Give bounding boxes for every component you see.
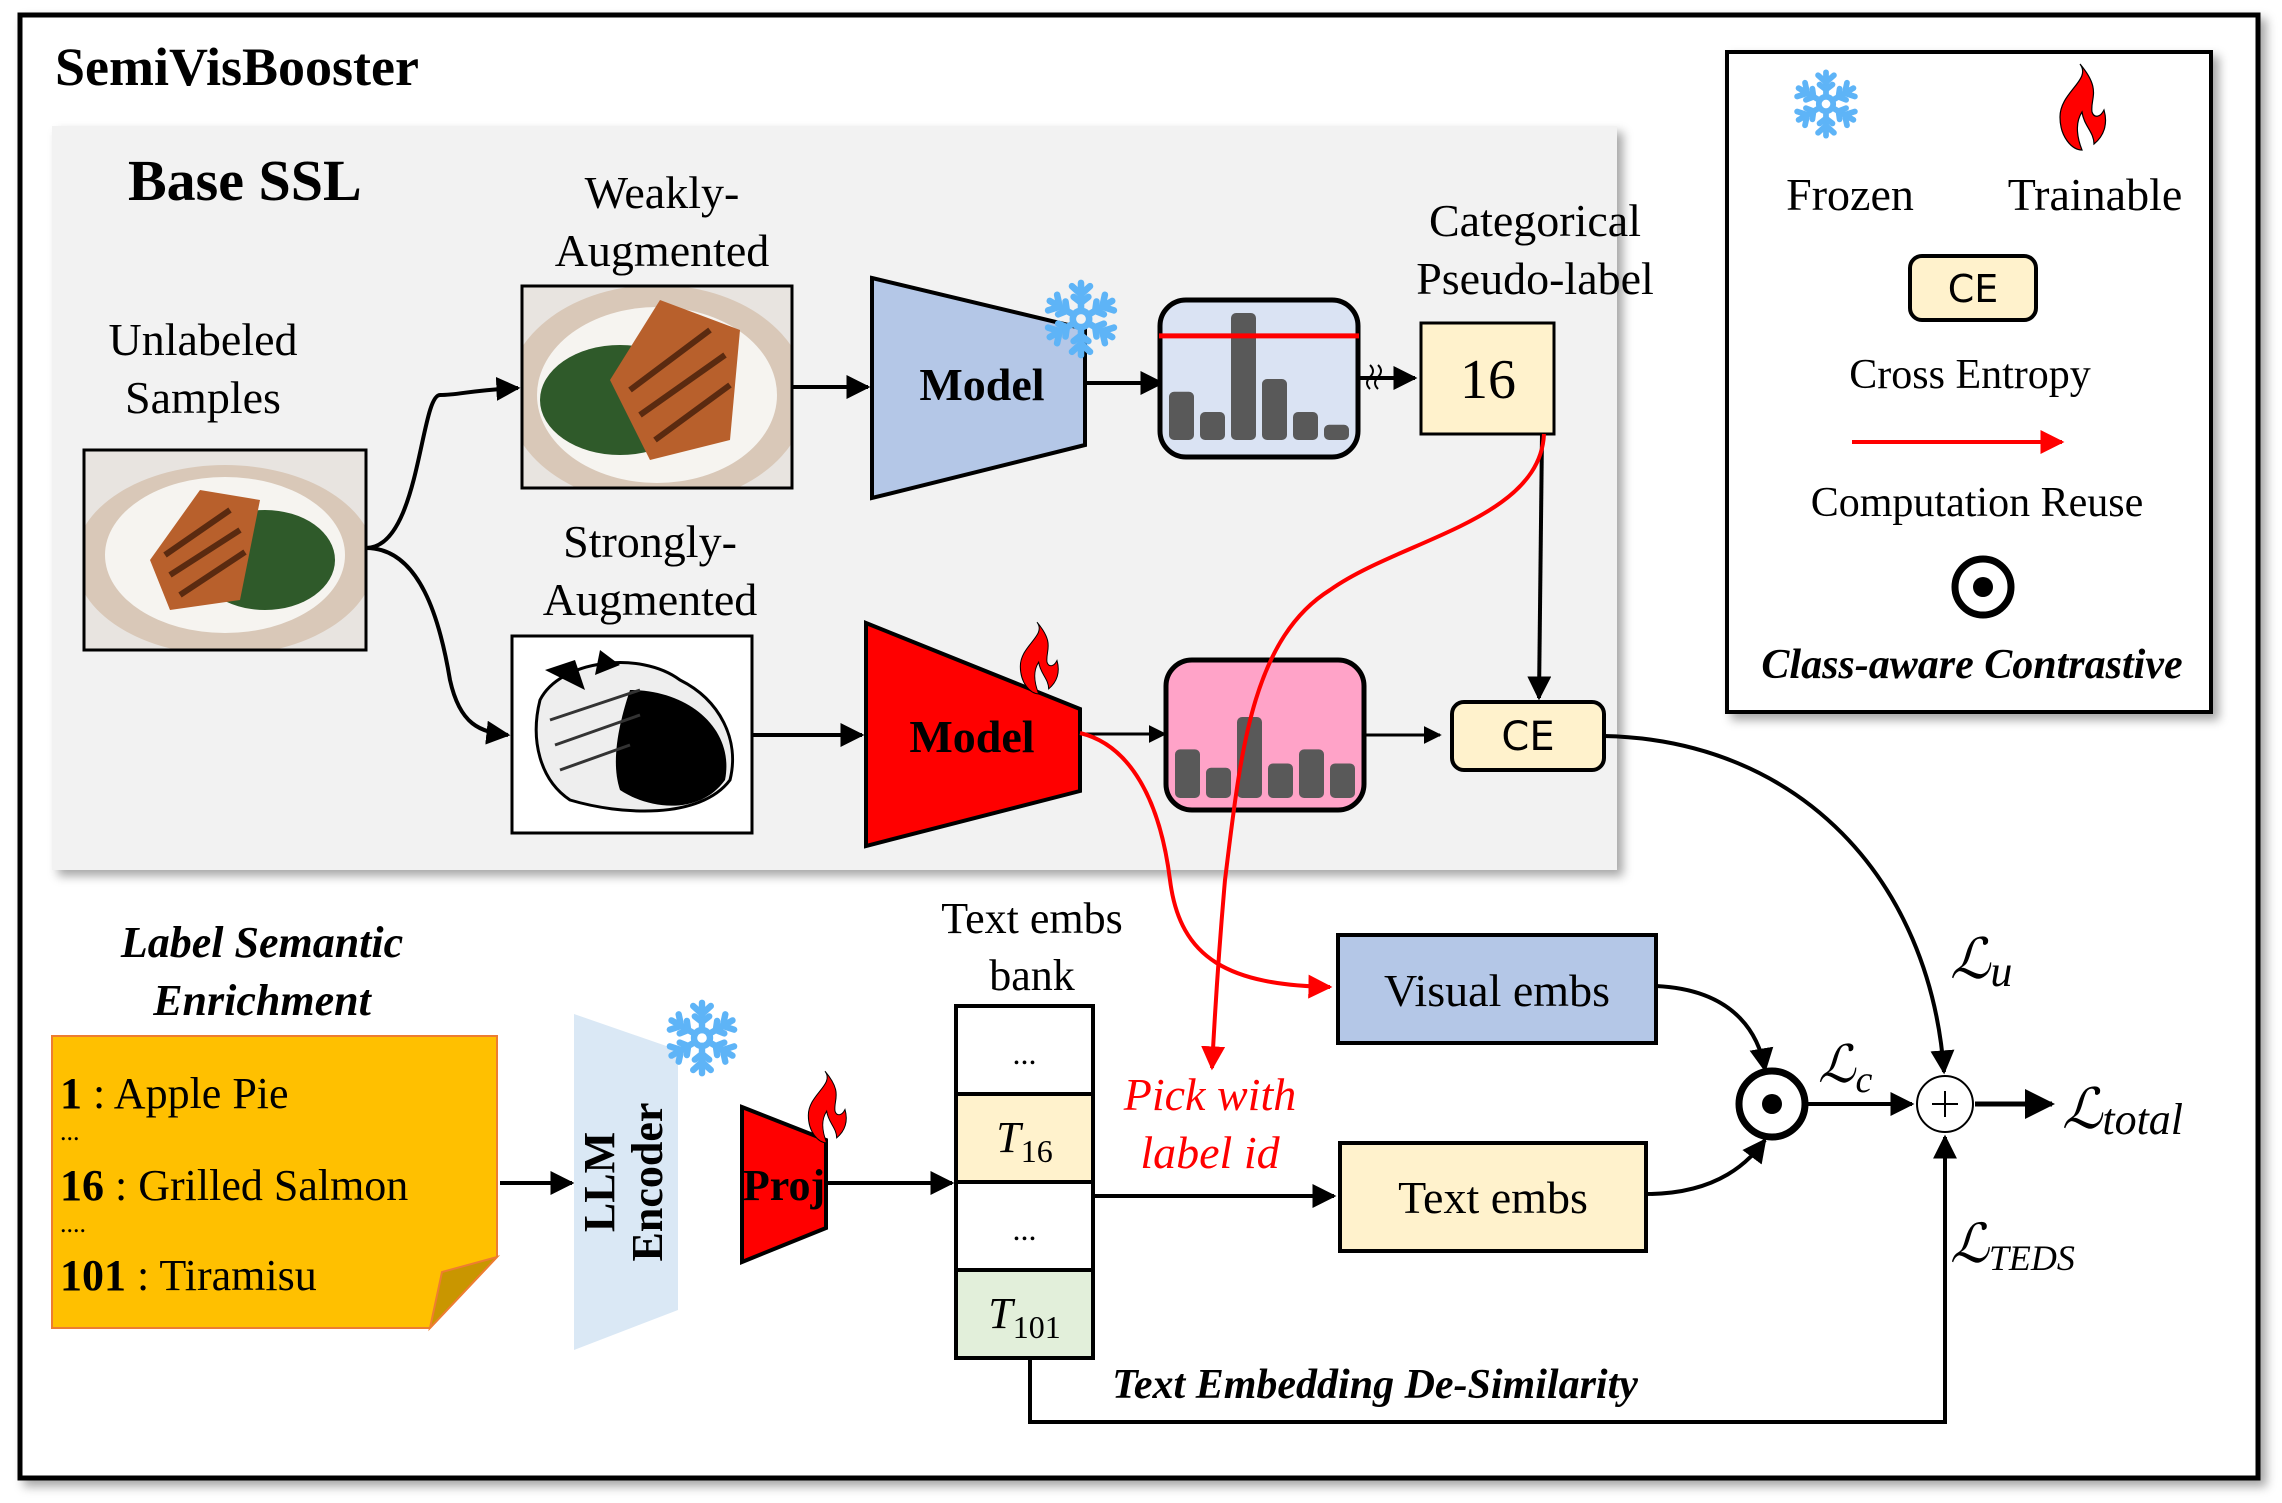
legend-ce-caption: Cross Entropy bbox=[1849, 352, 2091, 398]
label-list-sticky-note bbox=[51, 1035, 501, 1332]
bank-cell bbox=[954, 1004, 1095, 1096]
strong-augmented-image bbox=[510, 634, 754, 835]
frozen-model bbox=[870, 275, 1087, 501]
bank-cell bbox=[954, 1268, 1095, 1360]
legend-reuse-caption: Computation Reuse bbox=[1811, 480, 2143, 526]
label-ellipsis-1: ... bbox=[60, 1117, 80, 1146]
arrow-pseudo-label-to-ce bbox=[1527, 433, 1552, 701]
bank-caption-1: Text embs bbox=[941, 894, 1122, 943]
weak-caption-2: Augmented bbox=[555, 225, 770, 276]
loss-teds: ℒTEDS bbox=[1950, 1214, 2075, 1278]
trainable-model bbox=[864, 620, 1082, 849]
visual-embs-box bbox=[1336, 933, 1658, 1045]
legend-frozen-label: Frozen bbox=[1786, 169, 1914, 220]
histogram-bar bbox=[1268, 763, 1293, 798]
loss-lc: ℒc bbox=[1818, 1037, 1872, 1101]
strong-caption-1: Strongly- bbox=[563, 516, 737, 567]
arrow-text-to-contrastive bbox=[1645, 1138, 1767, 1196]
legend-contrastive-caption: Class-aware Contrastive bbox=[1761, 642, 2182, 688]
histogram-bar bbox=[1169, 391, 1194, 440]
text-embs-label: Text embs bbox=[1398, 1172, 1588, 1223]
histogram-bar bbox=[1330, 763, 1355, 798]
llm-encoder-label-1: LLM bbox=[575, 1132, 624, 1232]
lse-title-2: Enrichment bbox=[152, 976, 372, 1025]
reuse-arrow-model-to-visual bbox=[1079, 731, 1333, 999]
legend-contrastive-icon bbox=[1951, 555, 2015, 619]
base-ssl-label: Base SSL bbox=[128, 148, 362, 213]
strong-caption-2: Augmented bbox=[543, 574, 758, 625]
legend-trainable-label: Trainable bbox=[2008, 169, 2183, 220]
bank-cell-label: T101 bbox=[988, 1289, 1060, 1345]
llm-encoder-label-2: Encoder bbox=[623, 1103, 672, 1262]
pseudo-label-box bbox=[1419, 321, 1556, 436]
text-embs-box bbox=[1338, 1141, 1648, 1253]
histogram-bar bbox=[1237, 717, 1262, 798]
lse-title-1: Label Semantic bbox=[120, 918, 403, 967]
proj-module bbox=[740, 1104, 828, 1265]
teds-caption: Text Embedding De-Similarity bbox=[1112, 1362, 1638, 1408]
bank-cell-label: ... bbox=[1013, 1035, 1037, 1071]
strong-prediction-histogram bbox=[1163, 657, 1367, 813]
histogram-bar bbox=[1231, 313, 1256, 440]
loss-lu: ℒu bbox=[1950, 929, 2012, 996]
label-item-16: 16 : Grilled Salmon bbox=[60, 1161, 408, 1210]
weak-prediction-histogram bbox=[1157, 297, 1361, 460]
pseudo-label-value: 16 bbox=[1460, 349, 1516, 411]
sum-node bbox=[1916, 1075, 1974, 1133]
histogram-bar bbox=[1293, 412, 1318, 440]
histogram-bar bbox=[1262, 379, 1287, 440]
ce-loss-label: CE bbox=[1501, 714, 1554, 760]
bank-caption-2: bank bbox=[989, 951, 1075, 1000]
arrow-teds-to-sum bbox=[1028, 1134, 1957, 1424]
stop-gradient-icon bbox=[1366, 364, 1382, 390]
reuse-arrow-label-to-pick bbox=[1201, 433, 1546, 1071]
legend-ce-label: CE bbox=[1948, 267, 1999, 311]
histogram-bar bbox=[1175, 749, 1200, 798]
visual-embs-label: Visual embs bbox=[1384, 965, 1610, 1016]
loss-total: ℒtotal bbox=[2062, 1079, 2183, 1144]
llm-encoder bbox=[574, 1014, 678, 1350]
arrow-ce-to-sum bbox=[1603, 734, 1955, 1075]
label-item-101: 101 : Tiramisu bbox=[60, 1251, 317, 1300]
unlabeled-caption-1: Unlabeled bbox=[108, 314, 297, 365]
pseudo-label-caption-2: Pseudo-label bbox=[1416, 253, 1654, 304]
arrow-unlabeled-to-weak bbox=[365, 376, 521, 550]
pick-label-2: label id bbox=[1140, 1127, 1280, 1178]
trainable-model-label: Model bbox=[909, 711, 1034, 762]
arrow-visual-to-contrastive bbox=[1655, 984, 1774, 1073]
label-item-1: 1 : Apple Pie bbox=[60, 1069, 289, 1118]
weak-caption-1: Weakly- bbox=[585, 167, 740, 218]
bank-cell bbox=[954, 1180, 1095, 1272]
histogram-bar bbox=[1200, 412, 1225, 440]
label-ellipsis-2: .... bbox=[60, 1209, 86, 1238]
proj-label: Proj bbox=[743, 1161, 825, 1210]
arrow-unlabeled-to-strong bbox=[365, 546, 511, 745]
bank-cell-label: T16 bbox=[996, 1113, 1052, 1169]
text-embs-bank: ... T16... T101 bbox=[954, 1004, 1095, 1360]
frozen-model-label: Model bbox=[919, 359, 1044, 410]
weak-augmented-image bbox=[520, 284, 794, 490]
pseudo-label-caption-1: Categorical bbox=[1429, 195, 1641, 246]
histogram-bar bbox=[1299, 749, 1324, 798]
pick-label-1: Pick with bbox=[1123, 1069, 1296, 1120]
legend-ce-box bbox=[1908, 254, 2038, 322]
figure-title: SemiVisBooster bbox=[55, 37, 419, 97]
contrastive-node bbox=[1735, 1067, 1809, 1141]
histogram-bar bbox=[1206, 767, 1231, 798]
unlabeled-image bbox=[82, 448, 368, 652]
unlabeled-caption-2: Samples bbox=[125, 372, 281, 423]
bank-cell-label: ... bbox=[1013, 1211, 1037, 1247]
histogram-bar bbox=[1324, 424, 1349, 440]
